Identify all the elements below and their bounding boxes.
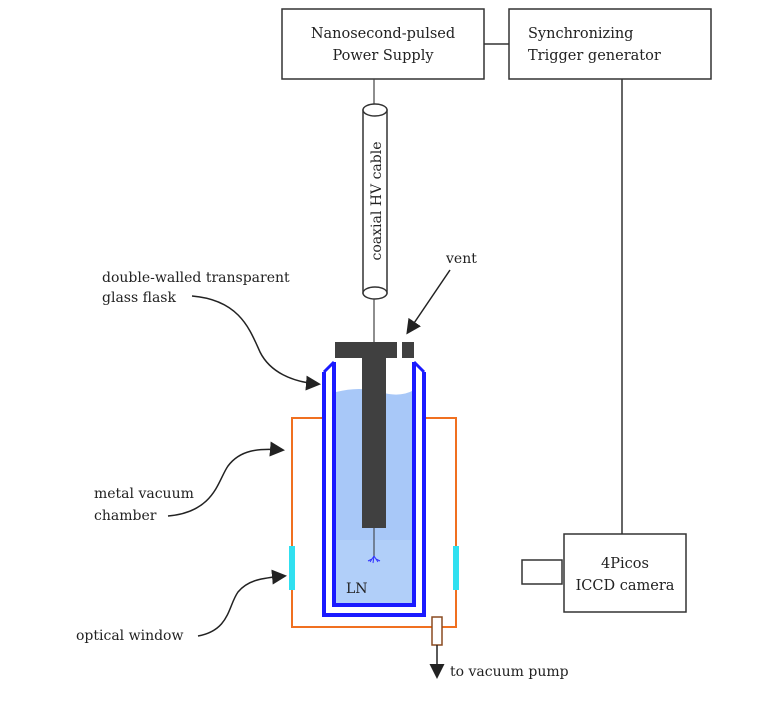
flask-label-line1: double-walled transparent [102,270,290,286]
pump-port [431,616,443,646]
power-supply-label-line2: Power Supply [332,48,434,64]
discharge-streamer [367,555,381,564]
coaxial-cable: coaxial HV cable [362,103,388,300]
power-supply-label-line1: Nanosecond-pulsed [311,26,455,42]
ln-label: LN [346,581,368,597]
camera-lens [521,559,563,585]
cable-label: coaxial HV cable [369,142,385,261]
chamber-arrow [167,441,285,517]
camera-label-line2: ICCD camera [576,578,675,594]
chamber-label-line2: chamber [94,508,157,524]
window-arrow [197,569,287,637]
window-label: optical window [76,628,183,644]
vent-arrow [406,269,451,335]
vacuum-chamber [291,417,457,628]
chamber-label-line1: metal vacuum [94,486,194,502]
trigger-generator-box [508,8,712,80]
optical-window-left [289,546,295,590]
trigger-label-line2: Trigger generator [528,48,661,64]
optical-window-right [453,546,459,590]
camera-label-line1: 4Picos [601,556,649,572]
power-supply-box [281,8,485,80]
camera-box [563,533,687,613]
electrode-assembly [335,342,414,528]
vent-label: vent [445,251,477,267]
flask-label-line2: glass flask [102,290,176,306]
flask-arrow [191,295,321,391]
trigger-label-line1: Synchronizing [528,26,633,42]
pump-label: to vacuum pump [450,664,569,680]
